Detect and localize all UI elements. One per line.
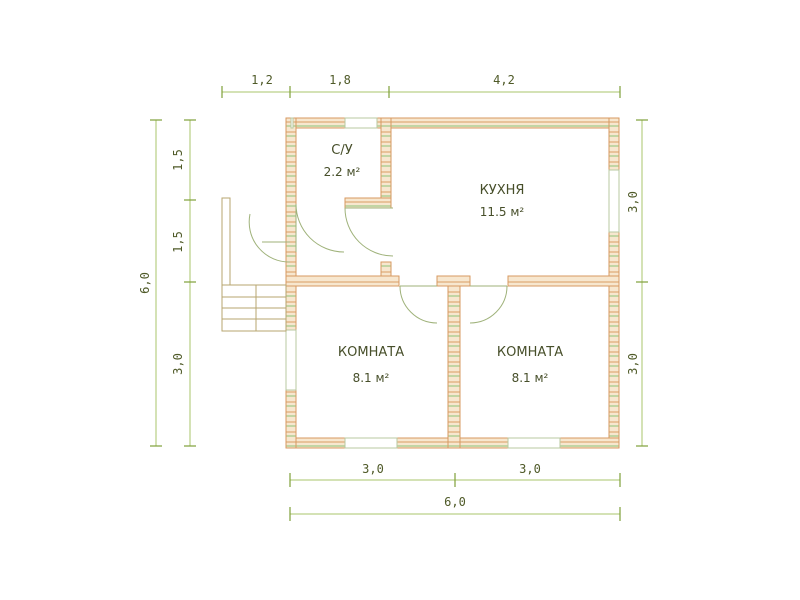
bottom-total-dimension: 6,0 — [444, 495, 466, 509]
room-left-name: КОМНАТА — [338, 345, 404, 360]
right-dimension-bottom: 3,0 — [626, 353, 640, 375]
bathroom-name: С/У — [331, 143, 352, 158]
top-dimension-chain: 1,2 1,8 4,2 — [221, 73, 621, 98]
kitchen-area: 11.5 м² — [480, 205, 525, 219]
bottom-dimension-split: 3,0 3,0 — [289, 462, 621, 487]
right-dimension-chain: 3,0 3,0 — [626, 119, 648, 447]
bottom-dimension-left: 3,0 — [362, 462, 384, 476]
room-left-area: 8.1 м² — [353, 371, 390, 385]
left-dimension-total: 6,0 — [138, 119, 162, 447]
left-dimension-chain: 1,5 1,5 3,0 — [171, 119, 196, 447]
room-right-name: КОМНАТА — [497, 345, 563, 360]
bathroom-label: С/У 2.2 м² — [324, 143, 361, 179]
top-dimension-2: 1,8 — [329, 73, 351, 87]
left-dimension-3: 3,0 — [171, 353, 185, 375]
bottom-dimension-total: 6,0 — [289, 495, 621, 521]
top-dimension-1: 1,2 — [251, 73, 273, 87]
entrance-stairs — [221, 197, 287, 332]
left-dimension-2: 1,5 — [171, 231, 185, 253]
room-left-label: КОМНАТА 8.1 м² — [338, 345, 404, 385]
left-dimension-1: 1,5 — [171, 149, 185, 171]
room-right-area: 8.1 м² — [512, 371, 549, 385]
room-right-label: КОМНАТА 8.1 м² — [497, 345, 563, 385]
kitchen-label: КУХНЯ 11.5 м² — [480, 183, 525, 219]
bathroom-area: 2.2 м² — [324, 165, 361, 179]
top-dimension-3: 4,2 — [493, 73, 515, 87]
bottom-dimension-right: 3,0 — [519, 462, 541, 476]
right-dimension-top: 3,0 — [626, 191, 640, 213]
doors — [248, 203, 508, 324]
kitchen-name: КУХНЯ — [480, 183, 525, 198]
left-total-dimension: 6,0 — [138, 272, 152, 294]
windows — [285, 117, 620, 449]
